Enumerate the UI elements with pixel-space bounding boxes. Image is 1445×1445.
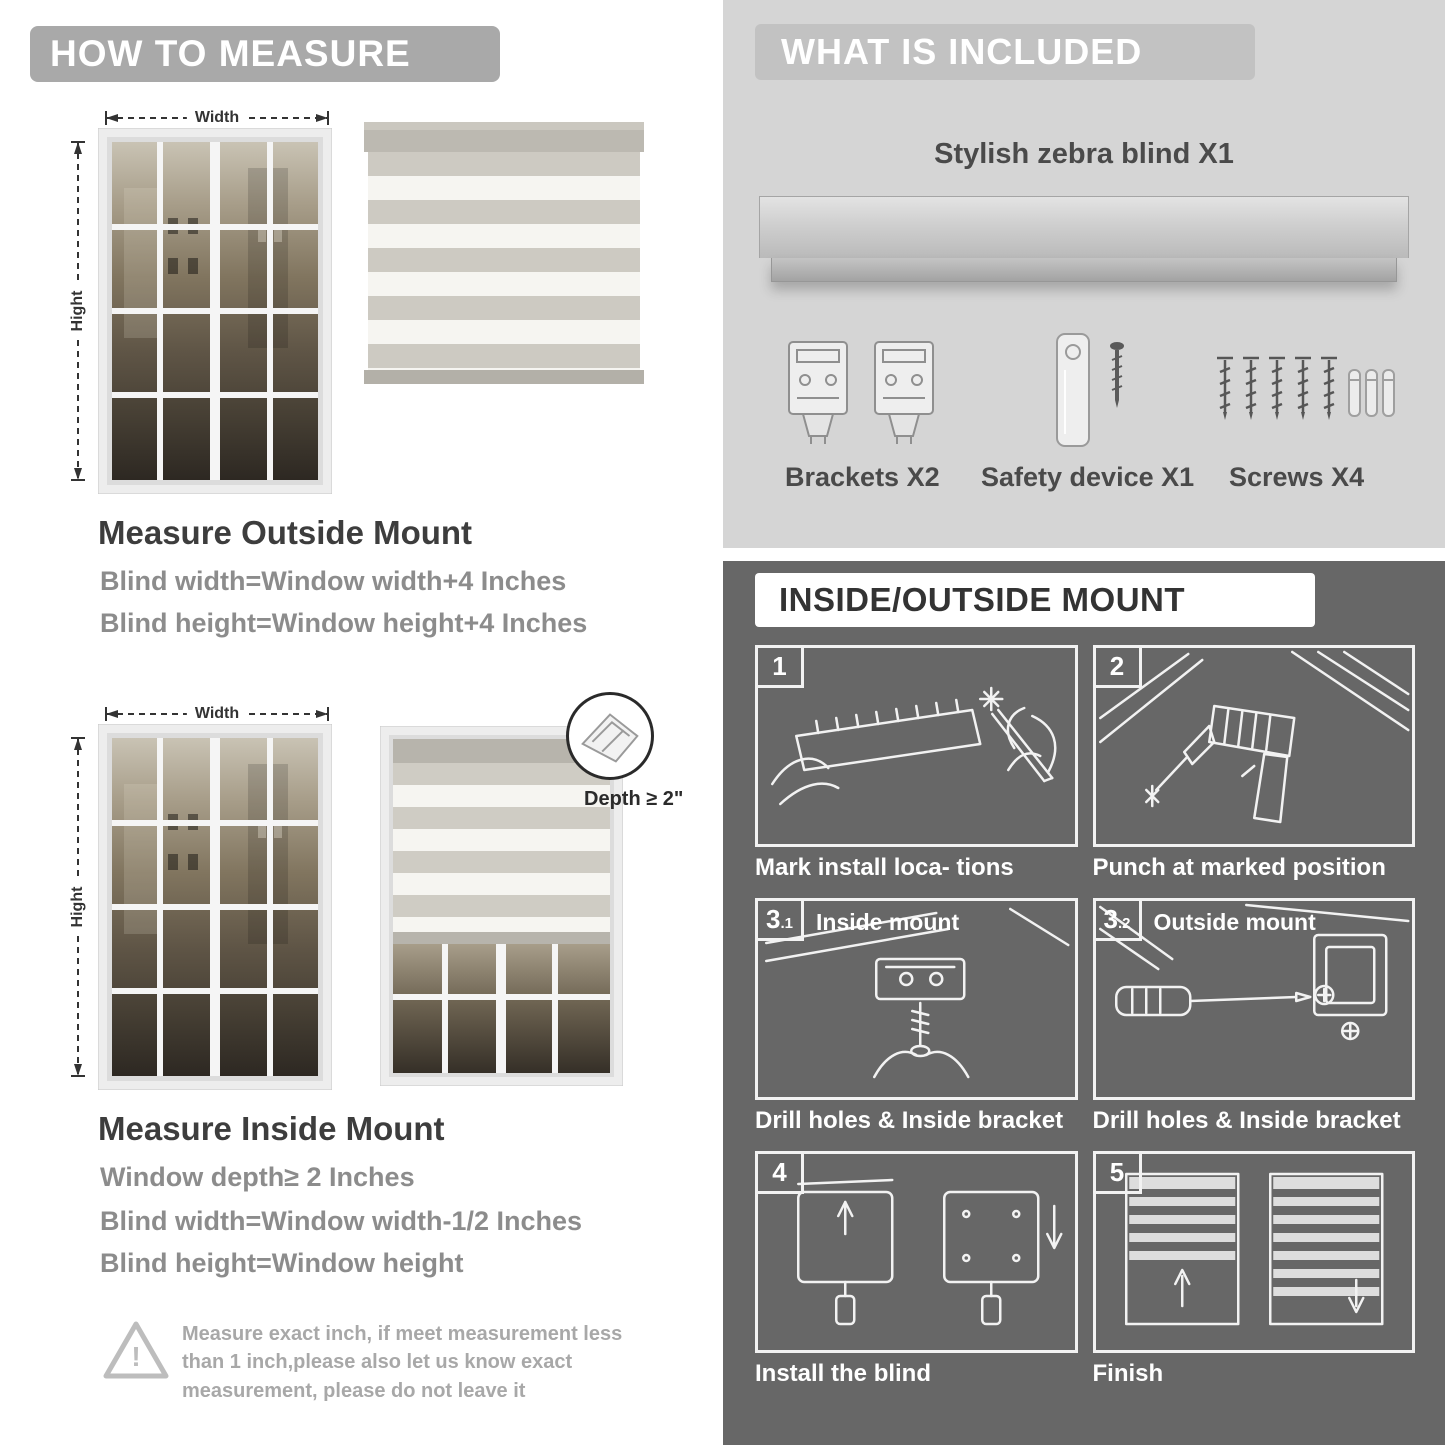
inside-formula-depth: Window depth≥ 2 Inches — [100, 1162, 415, 1192]
height-arrow-outside: Hight — [69, 140, 87, 482]
step-caption: Finish — [1092, 1360, 1164, 1387]
mount-header: INSIDE/OUTSIDE MOUNT — [755, 573, 1315, 627]
width-arrow-label: Width — [186, 705, 248, 723]
step-cell-3-2: 3.2 Outside mount Drill holes & Inside b… — [1092, 898, 1415, 1137]
inside-bracket-illustration — [765, 907, 1070, 1079]
step-number-badge: 3.1 — [758, 901, 804, 941]
warning-text: Measure exact inch, if meet measurement … — [182, 1323, 623, 1402]
safety-device-icon — [1056, 333, 1124, 447]
step-panel-1: 1 — [755, 645, 1078, 847]
inside-formula-height: Blind height=Window height — [100, 1248, 464, 1278]
step-number-badge: 1 — [758, 648, 804, 688]
step-number-sub: .1 — [780, 915, 793, 932]
outside-formula-height: Blind height=Window height+4 Inches — [100, 608, 588, 638]
depth-callout-circle — [566, 692, 654, 780]
mount-steps-grid: 1 Mark install loca- tions — [755, 645, 1415, 1404]
step-cell-3-1: 3.1 Inside mount Drill holes & Inside br… — [755, 898, 1078, 1137]
what-is-included-section: WHAT IS INCLUDED Stylish zebra blind X1 — [723, 0, 1445, 548]
mount-instructions-section: INSIDE/OUTSIDE MOUNT — [723, 561, 1445, 1445]
inside-formula-width: Blind width=Window width-1/2 Inches — [100, 1206, 583, 1236]
measure-inside-title: Measure Inside Mount — [98, 1110, 445, 1147]
step-panel-5: 5 — [1092, 1151, 1415, 1353]
screws-label: Screws X4 — [1229, 462, 1365, 492]
step-caption: Install the blind — [755, 1360, 932, 1387]
step-cell-1: 1 Mark install loca- tions — [755, 645, 1078, 884]
width-arrow-outside: Width — [104, 109, 330, 127]
how-to-measure-banner: HOW TO MEASURE — [30, 26, 500, 82]
step-number: 3 — [1103, 904, 1118, 934]
step-panel-4: 4 — [755, 1151, 1078, 1353]
step-number-badge: 4 — [758, 1154, 804, 1194]
step-title: Outside mount — [1153, 909, 1316, 935]
step-caption: Punch at marked position — [1092, 854, 1386, 881]
product-label: Stylish zebra blind X1 — [934, 138, 1234, 170]
step-caption: Drill holes & Inside bracket — [755, 1107, 1064, 1134]
step-number: 3 — [766, 904, 781, 934]
step-number-sub: .2 — [1117, 915, 1131, 932]
warning-triangle-icon: ! — [103, 1321, 169, 1379]
bracket-icon — [788, 341, 848, 444]
step-panel-3-1: 3.1 Inside mount — [755, 898, 1078, 1100]
headrail-main-bar — [759, 196, 1409, 258]
step-number-badge: 3.2 — [1095, 901, 1142, 941]
step-caption: Drill holes & Inside bracket — [1092, 1107, 1401, 1134]
step-number: 2 — [1109, 651, 1125, 681]
window-illustration-outside — [98, 128, 332, 494]
step-cell-4: 4 Install the blind — [755, 1151, 1078, 1390]
step-number: 1 — [772, 651, 787, 681]
mount-header-title: INSIDE/OUTSIDE MOUNT — [779, 581, 1186, 618]
measure-outside-title: Measure Outside Mount — [98, 514, 473, 551]
width-arrow-inside: Width — [104, 705, 330, 723]
step-panel-3-2: 3.2 Outside mount — [1092, 898, 1415, 1100]
step-number-badge: 2 — [1095, 648, 1142, 688]
zebra-blind-illustration-outside — [364, 122, 644, 384]
height-arrow-label: Hight — [69, 878, 87, 936]
install-blind-illustration — [797, 1178, 1063, 1326]
step-title: Inside mount — [816, 909, 960, 935]
what-is-included-title: WHAT IS INCLUDED — [781, 31, 1143, 72]
step-number: 4 — [772, 1157, 787, 1187]
depth-callout-label: Depth ≥ 2" — [584, 788, 684, 810]
width-arrow-label: Width — [186, 109, 248, 127]
step-caption: Mark install loca- tions — [755, 854, 1014, 881]
zebra-blind-illustration-inside — [380, 726, 623, 1086]
frame-corner-icon — [581, 713, 639, 763]
outside-formula-width: Blind width=Window width+4 Inches — [100, 566, 567, 596]
step-cell-2: 2 Punch at marked position — [1092, 645, 1415, 884]
drill-illustration — [1098, 650, 1409, 824]
step-number: 5 — [1109, 1157, 1125, 1187]
how-to-measure-title: HOW TO MEASURE — [50, 33, 411, 74]
svg-text:!: ! — [131, 1341, 140, 1372]
screws-icon — [1217, 356, 1395, 420]
height-arrow-inside: Hight — [69, 736, 87, 1078]
what-is-included-banner: WHAT IS INCLUDED — [755, 24, 1255, 80]
mark-locations-illustration — [771, 686, 1057, 806]
step-panel-2: 2 — [1092, 645, 1415, 847]
outside-bracket-illustration — [1098, 903, 1409, 1041]
step-cell-5: 5 Finish — [1092, 1151, 1415, 1390]
finish-illustration — [1124, 1172, 1383, 1326]
zebra-blind-headrail-image — [759, 196, 1409, 282]
brackets-label: Brackets X2 — [785, 462, 940, 492]
step-number-badge: 5 — [1095, 1154, 1142, 1194]
headrail-bottom-rail — [771, 258, 1397, 282]
window-illustration-inside — [98, 724, 332, 1090]
bracket-icon — [874, 341, 934, 444]
safety-device-label: Safety device X1 — [981, 462, 1195, 492]
height-arrow-label: Hight — [69, 282, 87, 340]
